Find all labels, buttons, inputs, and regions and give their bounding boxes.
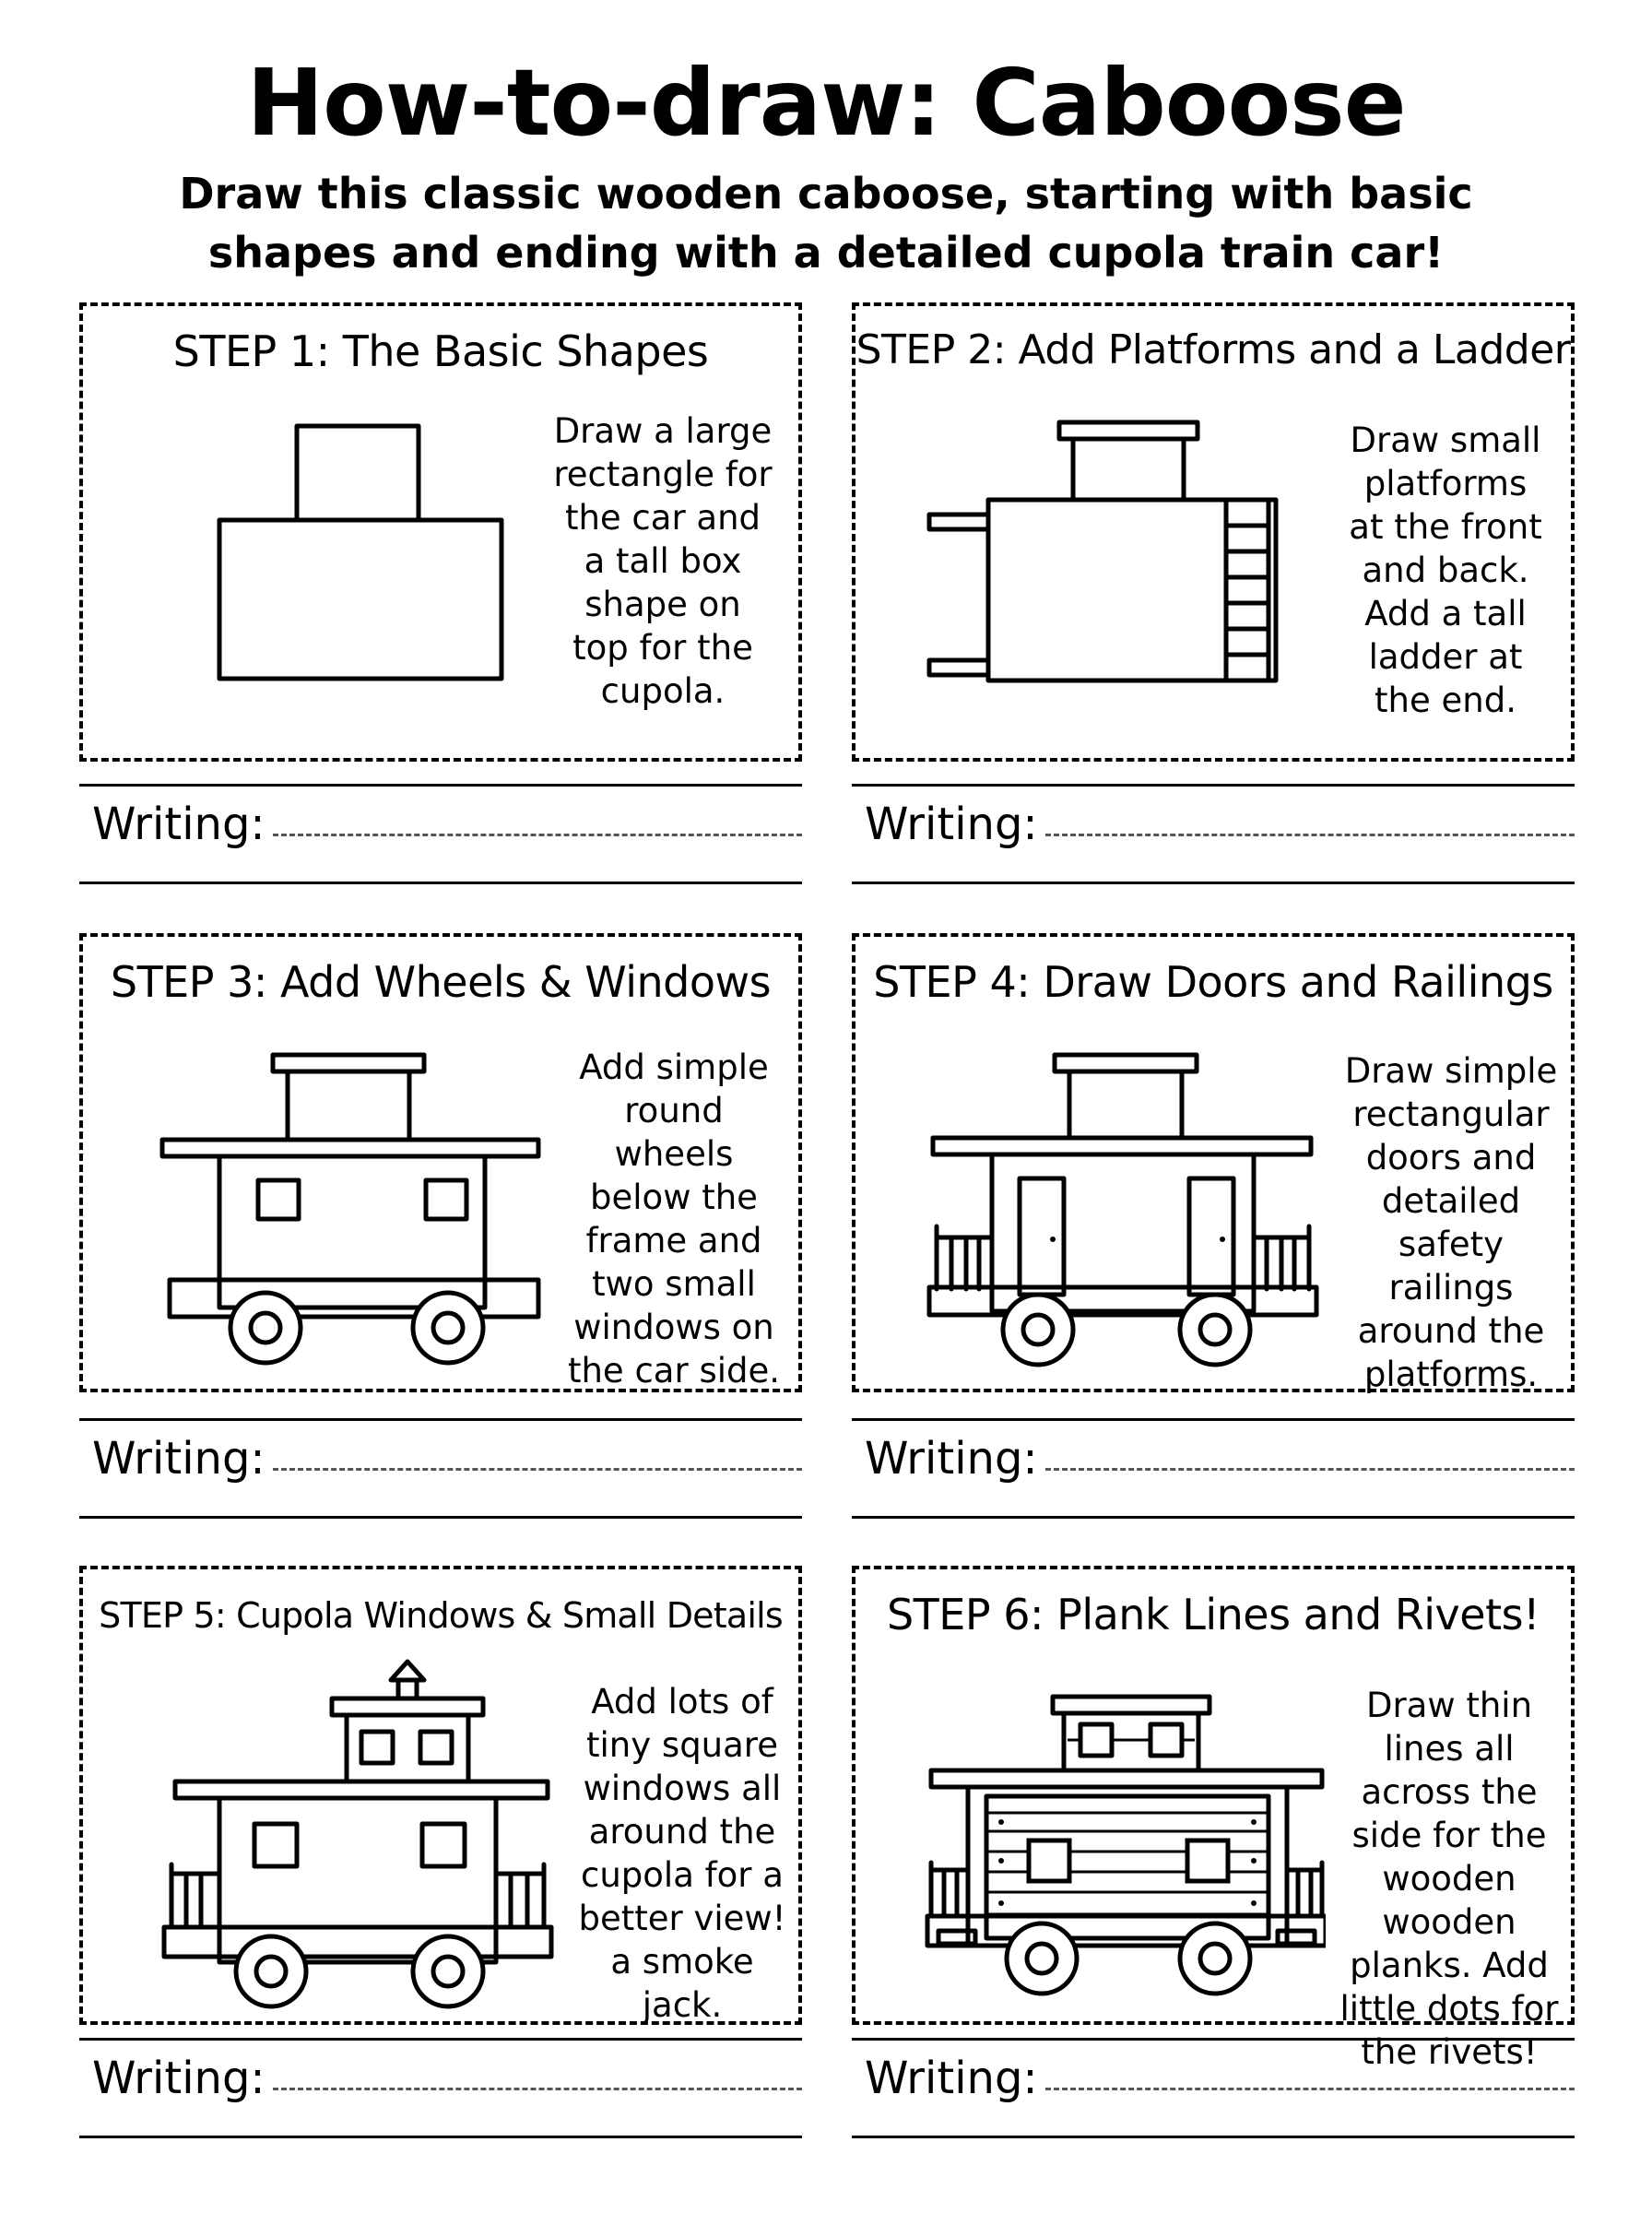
step-6-drawing	[925, 1694, 1326, 1996]
step-5-writing-area[interactable]: Writing:	[79, 2038, 802, 2139]
step-2-instructions: Draw small platforms at the front and ba…	[1349, 420, 1542, 720]
step-4-writing-area[interactable]: Writing:	[852, 1418, 1575, 1520]
step-6-panel: STEP 6: Plank Lines and Rivets!	[852, 1566, 1575, 2072]
step-3-panel: STEP 3: Add Wheels & Windows Add simple …	[79, 933, 802, 1392]
writing-label: Writing:	[865, 799, 1038, 850]
step-6-writing-area[interactable]: Writing:	[852, 2038, 1575, 2139]
step-1-panel: STEP 1: The Basic Shapes Draw a large re…	[79, 302, 802, 762]
step-2-writing-area[interactable]: Writing:	[852, 784, 1575, 885]
step-5-panel: STEP 5: Cupola Windows & Small Details A…	[79, 1566, 802, 2025]
writing-label: Writing:	[92, 2053, 266, 2104]
step-3-writing-area[interactable]: Writing:	[79, 1418, 802, 1520]
step-4-panel: STEP 4: Draw Doors and Railings Draw sim…	[852, 933, 1575, 1394]
step-3-instructions: Add simple round wheels below the frame …	[567, 1047, 781, 1391]
writing-label: Writing:	[92, 799, 266, 850]
step-1-writing-area[interactable]: Writing:	[79, 784, 802, 885]
writing-label: Writing:	[92, 1433, 266, 1485]
step-1-instructions: Draw a large rectangle for the car and a…	[553, 411, 773, 711]
step-4-title: STEP 4: Draw Doors and Railings	[873, 957, 1553, 1007]
page-title: How-to-draw: Caboose	[246, 49, 1406, 157]
step-2-title: STEP 2: Add Platforms and a Ladder	[856, 326, 1571, 373]
step-4-instructions: Draw simple rectangular doors and detail…	[1344, 1051, 1558, 1394]
step-1-title: STEP 1: The Basic Shapes	[172, 326, 709, 376]
step-5-title: STEP 5: Cupola Windows & Small Details	[99, 1595, 783, 1636]
page-subtitle: Draw this classic wooden caboose, starti…	[179, 169, 1473, 278]
writing-label: Writing:	[865, 1433, 1038, 1485]
step-2-drawing	[926, 420, 1279, 683]
step-5-instructions: Add lots of tiny square windows all arou…	[578, 1682, 786, 2025]
step-2-panel: STEP 2: Add Platforms and a Ladder Draw …	[852, 302, 1575, 762]
step-1-drawing	[217, 423, 504, 681]
step-4-drawing	[926, 1052, 1319, 1367]
writing-label: Writing:	[865, 2053, 1038, 2104]
step-3-drawing	[159, 1052, 541, 1366]
step-6-instructions: Draw thin lines all across the side for …	[1339, 1686, 1559, 2072]
step-5-drawing	[161, 1659, 554, 2009]
step-3-title: STEP 3: Add Wheels & Windows	[110, 957, 772, 1007]
step-6-title: STEP 6: Plank Lines and Rivets!	[886, 1590, 1540, 1639]
